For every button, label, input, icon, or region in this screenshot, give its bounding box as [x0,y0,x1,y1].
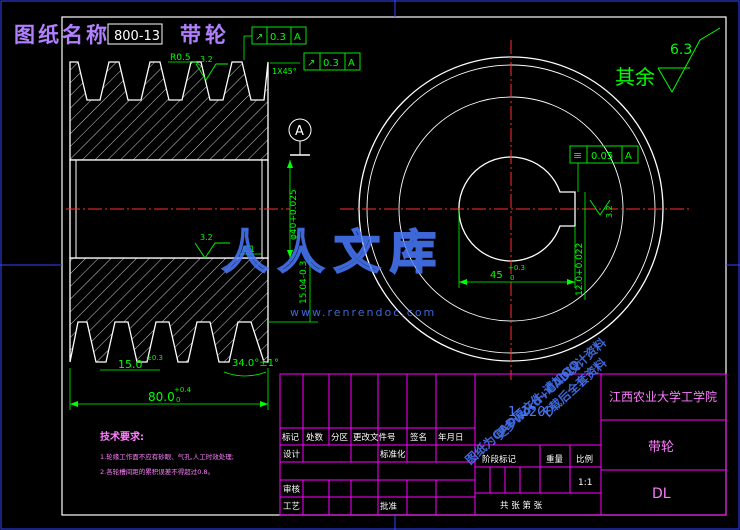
width-dimension: 80.0 [148,390,175,404]
title-block [279,373,727,516]
pitch-tolerance: ±0.3 [146,354,163,362]
width-tolerance-lower: 0 [176,396,180,404]
col-change-doc: 更改文件号 [353,432,396,443]
keyway-tolerance-datum: A [625,151,632,162]
process-label: 工艺 [283,502,300,512]
scale-label: 比例 [576,454,593,465]
keyway-width-tol-lower: 0 [510,274,514,282]
col-count: 处数 [306,432,324,443]
stage-mark-label: 阶段标记 [482,454,517,465]
keyway-tolerance-frame [569,145,639,164]
width-tolerance-upper: +0.4 [174,386,192,394]
drawing-title-suffix: 带轮 [180,23,230,47]
top-tolerance-symbol: ↗ [255,32,263,43]
drawing-title: 图纸名称 [14,23,110,47]
pitch-dimension: 15.0 [118,358,143,371]
review-label: 审核 [283,484,301,495]
title-block-text: 标记 处数 分区 更改文件号 签名 年月日 设计 标准化 阶段标记 重量 比例 … [282,389,717,512]
upper-rim-hatch [69,61,269,161]
keyway-depth: 12.0+0.022 [575,243,585,296]
keyway-tolerance-value: 0.05 [591,151,613,162]
keyway-roughness-value: 3.2 [605,205,614,218]
top-tolerance-datum: A [294,32,301,43]
right-tolerance-symbol: ↗ [307,58,315,69]
top-tolerance-value: 0.3 [270,32,286,43]
left-dimensions: R0.5 3.2 ↗ 0.3 A 1X45° ↗ 0.3 A A φ40+0.0 [69,26,361,410]
other-roughness-label: 其余 [615,65,655,89]
pulley-section-view [66,61,290,363]
col-sign: 签名 [410,432,427,443]
right-tolerance-frame [303,52,361,71]
part-name: 带轮 [648,440,674,455]
keyway-tolerance-symbol: ≡ [573,149,582,162]
weight-label: 重量 [546,454,564,465]
other-roughness-symbol [657,27,721,94]
hub-dimension: 15.04-0.3 [299,261,309,304]
other-roughness-value: 6.3 [670,42,692,58]
chamfer-c-label: C1 [243,245,255,255]
col-zone: 分区 [331,433,349,443]
datum-label: A [295,124,304,139]
keyway-width-tol-upper: +0.3 [508,264,525,272]
bore-roughness-value: 3.2 [200,233,213,242]
bore-dimension: φ40+0.025 [289,189,299,240]
right-dimensions: ≡ 0.05 A 3.2 12.0+0.022 45 +0.3 0 [458,145,639,300]
groove-roughness-value: 3.2 [200,55,213,64]
watermark-brand: 人人文库 [222,225,446,279]
tech-line-2: 2.各轮槽间距的累积误差不得超过0.8。 [100,467,214,476]
part-code: DL [652,486,671,502]
watermark-diag-2: 更多word+CAD设计资料 [492,335,609,442]
col-mark: 标记 [282,432,300,443]
pulley-end-view [340,40,690,380]
lower-rim-hatch [69,257,269,363]
school-name: 江西农业大学工学院 [609,389,717,404]
tech-line-1: 1.轮缘工作面不应有砂眼、气孔,人工时效处理; [100,452,234,461]
watermark-url: www.renrendoc.com [290,306,436,319]
standardize-label: 标准化 [380,449,406,460]
stamp-scale: 1:1200 [508,405,554,420]
drawing-number-box [107,23,163,45]
top-tolerance-frame [251,26,307,45]
approve-label: 批准 [380,501,398,512]
col-date: 年月日 [438,432,464,443]
tech-heading: 技术要求: [100,430,144,443]
keyway-width: 45 [490,270,503,281]
radius-label: R0.5 [170,53,191,63]
chamfer-label: 1X45° [272,67,297,76]
groove-angle: 34.0°±1° [232,358,279,369]
bore-roughness-symbol [194,242,230,259]
design-label: 设计 [283,449,301,460]
right-tolerance-value: 0.3 [323,58,339,69]
bore-with-keyway [458,156,576,262]
sheets-label: 共 张 第 张 [500,500,543,511]
scale-value: 1:1 [578,478,592,488]
drawing-number: 800-13 [114,29,160,44]
other-roughness: 其余 6.3 [615,27,721,94]
keyway-roughness-symbol [589,199,611,216]
right-tolerance-datum: A [348,58,355,69]
groove-roughness-symbol [195,63,228,81]
